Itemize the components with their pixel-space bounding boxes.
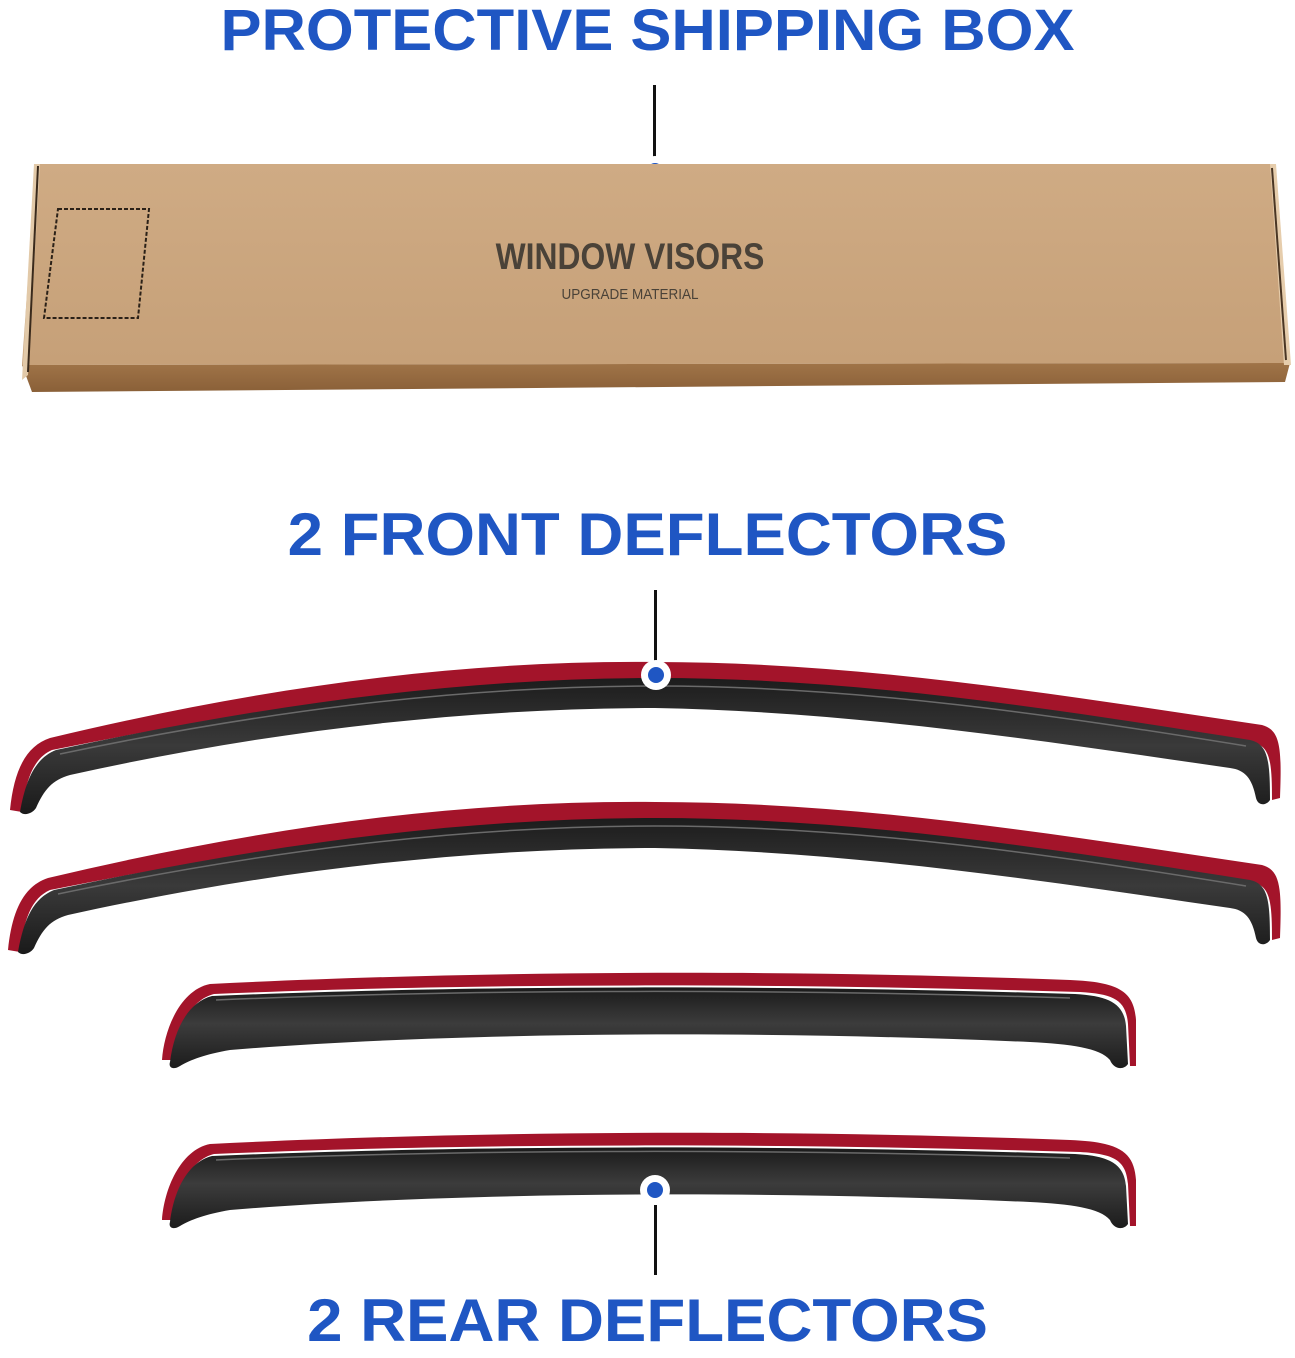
heading-protective-shipping-box: PROTECTIVE SHIPPING BOX [220, 0, 1075, 63]
shipping-box-image [20, 160, 1295, 400]
front-deflector-2 [0, 790, 1295, 960]
rear-deflector-1 [150, 960, 1150, 1070]
box-print-subtitle: UPGRADE MATERIAL [561, 286, 699, 303]
box-print-title: WINDOW VISORS [495, 236, 765, 277]
callout-dot-front-icon [641, 660, 671, 690]
heading-front-deflectors: 2 FRONT DEFLECTORS [287, 501, 1008, 568]
callout-line-front [654, 590, 657, 662]
callout-line-rear [654, 1205, 657, 1275]
callout-dot-rear-icon [640, 1175, 670, 1205]
callout-line-box [653, 85, 656, 167]
heading-rear-deflectors: 2 REAR DEFLECTORS [307, 1287, 988, 1354]
